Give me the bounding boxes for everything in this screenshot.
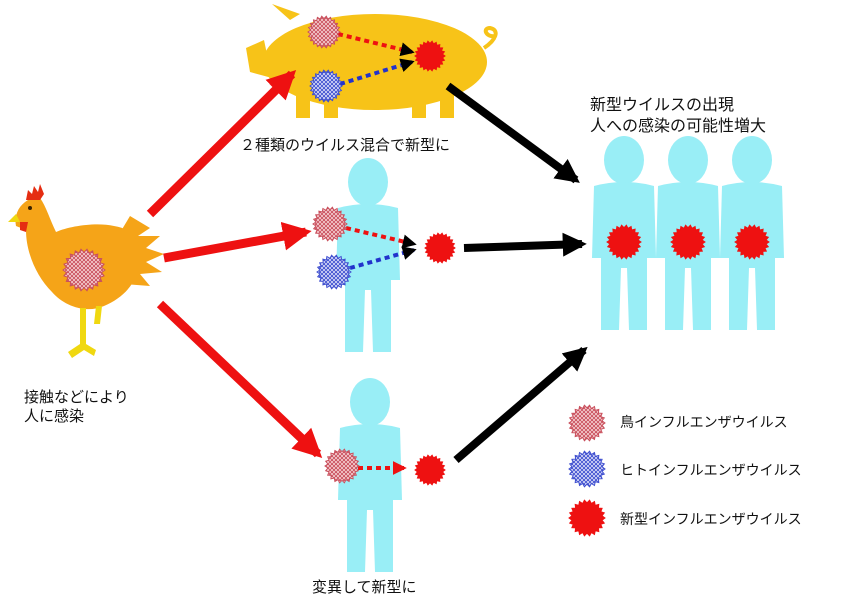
pig-mix-dash-bird xyxy=(337,32,415,57)
middle-bird-virus-icon xyxy=(312,206,348,242)
person-right-3-new-virus-icon xyxy=(734,224,770,260)
pig-new-virus-icon xyxy=(414,40,446,72)
caption-new-virus-emergence: 新型ウイルスの出現 人への感染の可能性増大 xyxy=(590,94,766,136)
pig-ear xyxy=(272,4,300,20)
person-right-2-new-virus-icon xyxy=(670,224,706,260)
pig-leg-1 xyxy=(296,92,310,118)
arrow-pig-to-people xyxy=(445,82,580,184)
arrow-chicken-to-person-middle xyxy=(163,221,312,263)
legend-human-flu-icon xyxy=(568,450,606,488)
pig-leg-3 xyxy=(412,94,426,118)
bottom-new-virus-icon xyxy=(414,454,446,486)
caption-infection-line2: 人に感染 xyxy=(24,407,85,425)
pig-bird-virus-icon xyxy=(307,15,341,49)
caption-infection-route: 接触などにより 人に感染 xyxy=(24,388,129,426)
arrow-chicken-to-person-bottom xyxy=(156,300,323,458)
legend-bird-flu-icon xyxy=(568,404,606,442)
pig-snout xyxy=(246,40,272,78)
pig-human-virus-icon xyxy=(309,69,343,103)
middle-mix-dash-human xyxy=(349,246,417,270)
chicken-wattle xyxy=(20,222,28,232)
legend-label-bird-flu: 鳥インフルエンザウイルス xyxy=(620,415,788,431)
arrow-chicken-to-pig xyxy=(146,69,297,218)
chicken-bird-virus-icon xyxy=(62,248,106,292)
chicken-comb xyxy=(26,184,44,200)
pig-leg-4 xyxy=(440,92,454,118)
caption-emergence-line1: 新型ウイルスの出現 xyxy=(590,95,735,114)
chicken-legs xyxy=(68,308,96,358)
pig-tail xyxy=(482,25,498,50)
person-middle xyxy=(336,158,400,352)
person-right-1-new-virus-icon xyxy=(606,224,642,260)
chicken-eye xyxy=(28,206,32,210)
middle-human-virus-icon xyxy=(316,254,352,290)
arrow-bottom-to-people xyxy=(453,346,588,464)
caption-mutation: 変異して新型に xyxy=(312,578,417,596)
pig-mix-dash-human xyxy=(339,58,415,86)
middle-new-virus-icon xyxy=(424,232,456,264)
chicken-beak xyxy=(8,214,20,222)
bottom-bird-virus-icon xyxy=(324,448,360,484)
legend-new-flu-icon xyxy=(568,499,606,537)
chicken-leg-back xyxy=(94,306,102,324)
legend-label-new-flu: 新型インフルエンザウイルス xyxy=(620,512,802,528)
legend-label-human-flu: ヒトインフルエンザウイルス xyxy=(620,463,802,479)
middle-mix-dash-bird xyxy=(345,226,417,249)
caption-emergence-line2: 人への感染の可能性増大 xyxy=(590,116,767,135)
arrow-middle-to-people xyxy=(463,232,587,257)
caption-reassortment: ２種類のウイルス混合で新型に xyxy=(240,136,451,154)
pig-illustration xyxy=(246,4,498,118)
caption-infection-line1: 接触などにより xyxy=(24,388,129,406)
